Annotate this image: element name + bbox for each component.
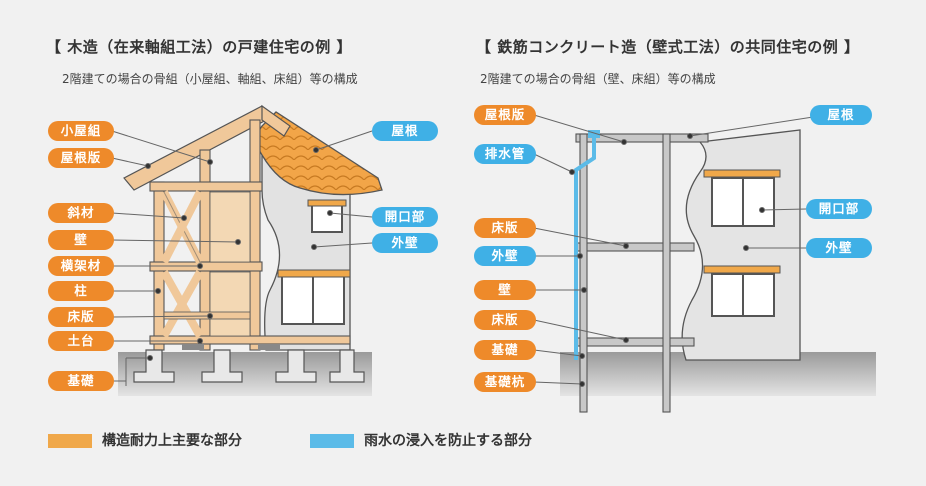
label-dodai: 土台 — [48, 331, 114, 351]
legend-structural-swatch — [48, 434, 92, 448]
label-yane-right: 屋根 — [810, 105, 872, 125]
label-yukaban-left: 床版 — [48, 307, 114, 327]
legend-structural-text: 構造耐力上主要な部分 — [102, 433, 242, 449]
label-gaiheki2-right: 外壁 — [806, 238, 872, 258]
left-panel-subtitle: 2階建ての場合の骨組（小屋組、軸組、床組）等の構成 — [62, 72, 358, 86]
legend-rainwater-swatch — [310, 434, 354, 448]
label-yane-left: 屋根 — [372, 121, 438, 141]
label-kaikoubu-left: 開口部 — [372, 207, 438, 227]
exterior-wall-right — [681, 129, 801, 361]
label-yaneban-right: 屋根版 — [474, 105, 536, 125]
label-yokokazai: 横架材 — [48, 256, 114, 276]
label-shazai: 斜材 — [48, 203, 114, 223]
legend-rainwater-text: 雨水の浸入を防止する部分 — [364, 433, 532, 449]
label-yaneban-left: 屋根版 — [48, 148, 114, 168]
label-gaiheki-left: 外壁 — [372, 233, 438, 253]
label-kiso-left: 基礎 — [48, 371, 114, 391]
right-panel-subtitle: 2階建ての場合の骨組（壁、床組）等の構成 — [480, 72, 716, 86]
label-koyagumi: 小屋組 — [48, 121, 114, 141]
label-kiso-right: 基礎 — [474, 340, 536, 360]
label-kabe-right: 壁 — [474, 280, 536, 300]
right-panel-title: 【 鉄筋コンクリート造（壁式工法）の共同住宅の例 】 — [476, 38, 860, 56]
rc-apartment-illustration — [533, 114, 876, 413]
label-yukaban2-right: 床版 — [474, 310, 536, 330]
label-kaikoubu-right: 開口部 — [806, 199, 872, 219]
label-hashira: 柱 — [48, 281, 114, 301]
label-kabe-left: 壁 — [48, 230, 114, 250]
label-gaiheki1-right: 外壁 — [474, 246, 536, 266]
wooden-house-illustration — [111, 104, 383, 396]
left-panel-title: 【 木造（在来軸組工法）の戸建住宅の例 】 — [46, 38, 352, 56]
label-haisuikan: 排水管 — [474, 144, 536, 164]
label-kisokui: 基礎杭 — [474, 372, 536, 392]
label-yukaban1-right: 床版 — [474, 218, 536, 238]
